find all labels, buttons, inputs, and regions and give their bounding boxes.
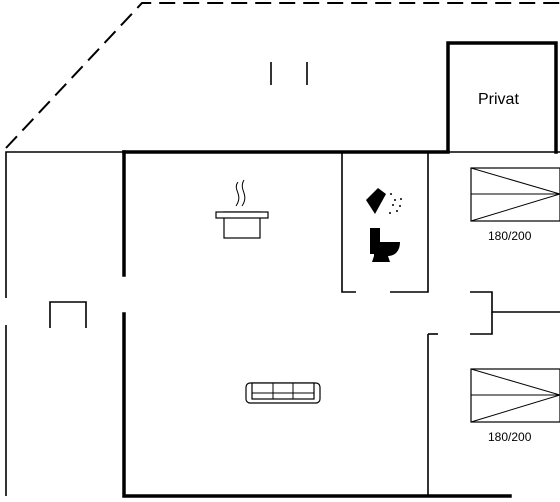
cooking-pot-icon	[215, 179, 269, 239]
wall-marks	[270, 62, 308, 85]
toilet-icon	[370, 228, 400, 262]
bed-1	[470, 167, 560, 222]
annex-fixture	[49, 301, 87, 328]
terrace-outline	[5, 1, 560, 149]
bed-1-size-label: 180/200	[488, 229, 532, 243]
private-room-label: Privat	[478, 91, 519, 108]
sofa-icon	[245, 382, 321, 404]
exterior-walls	[5, 41, 560, 498]
bed-2	[470, 368, 560, 423]
interior-walls	[341, 152, 560, 496]
shower-icon	[366, 188, 402, 214]
bed-2-size-label: 180/200	[488, 430, 532, 444]
